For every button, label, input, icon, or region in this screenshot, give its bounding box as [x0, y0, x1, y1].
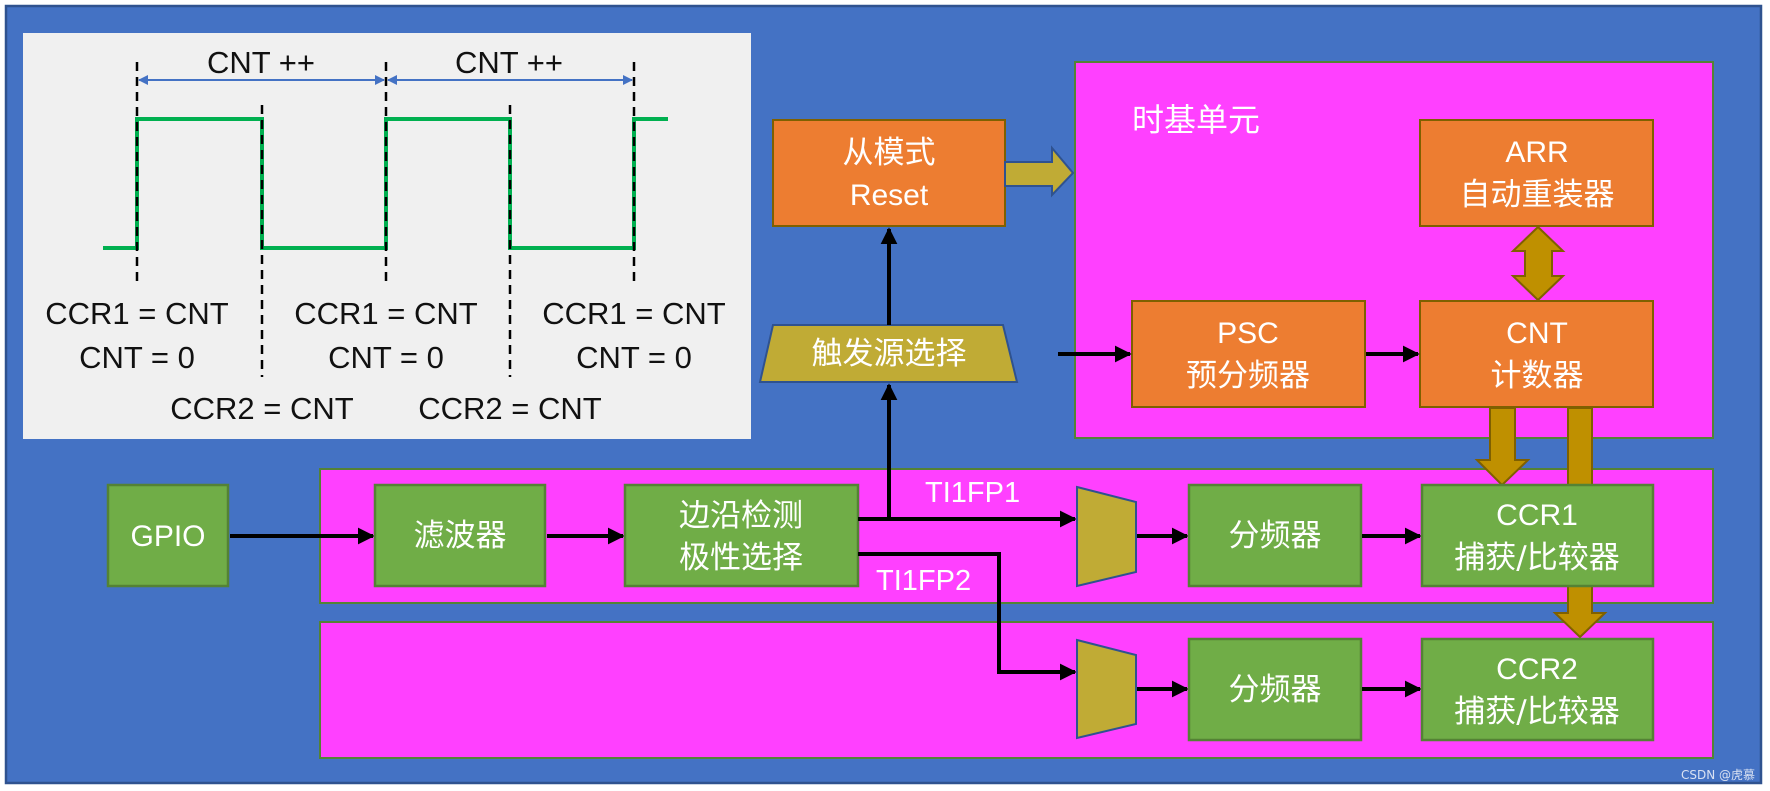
rising-annotation-2-line1: CCR1 = CNT: [294, 296, 478, 331]
psc-block: PSC 预分频器: [1131, 300, 1366, 408]
trigger-select-block: 触发源选择: [758, 324, 1019, 383]
psc-label: PSC: [1217, 317, 1279, 350]
timebase-unit-title: 时基单元: [1132, 101, 1260, 139]
arr-block: ARR 自动重装器: [1419, 119, 1654, 227]
cnt-to-ccr1-arrow: [1474, 407, 1531, 487]
filter-box: [373, 483, 547, 588]
channel1-prescaler-box: [1187, 483, 1363, 588]
rising-annotation-1-line2: CNT = 0: [79, 340, 195, 375]
channel1-mux: [1076, 485, 1137, 588]
ccr2-block: CCR2 捕获/比较器: [1420, 637, 1655, 742]
cnt-box: [1419, 300, 1654, 408]
trigger-select-label: 触发源选择: [812, 336, 967, 372]
arr-sublabel: 自动重装器: [1460, 177, 1615, 213]
arr-box: [1419, 119, 1654, 227]
polarity-select-label: 极性选择: [679, 540, 803, 576]
rising-annotation-2-line2: CNT = 0: [328, 340, 444, 375]
filter-block: 滤波器: [373, 483, 547, 588]
edge-detect-block: 边沿检测 极性选择: [623, 483, 860, 588]
ti1fp2-label: TI1FP2: [876, 565, 971, 597]
ccr1-label: CCR1: [1496, 499, 1578, 532]
cnt-increment-label-2: CNT ++: [455, 45, 563, 80]
gpio-label: GPIO: [130, 520, 205, 553]
slave-mode-block: 从模式 Reset: [772, 119, 1006, 227]
trigger-select-shape: [758, 324, 1019, 383]
falling-annotation-2: CCR2 = CNT: [418, 391, 602, 426]
slave-mode-reset-label: Reset: [850, 179, 929, 212]
ccr2-label: CCR2: [1496, 653, 1578, 686]
slave-to-timebase-arrow: [1004, 145, 1075, 198]
psc-box: [1131, 300, 1366, 408]
gpio-box: [106, 483, 230, 588]
ti1fp1-label: TI1FP1: [925, 477, 1020, 509]
edge-detect-box: [623, 483, 860, 588]
channel2-mux: [1076, 638, 1137, 740]
rising-annotation-3-line1: CCR1 = CNT: [542, 296, 726, 331]
rising-annotation-1-line1: CCR1 = CNT: [45, 296, 229, 331]
rising-annotation-3-line2: CNT = 0: [576, 340, 692, 375]
timebase-unit: 时基单元 ARR 自动重装器 PSC 预分频器 CNT 计数器: [1058, 61, 1714, 439]
channel1-prescaler-block: 分频器: [1187, 483, 1363, 588]
arr-label: ARR: [1505, 136, 1568, 169]
cnt-block: CNT 计数器: [1419, 300, 1654, 408]
slave-mode-label: 从模式: [843, 135, 936, 171]
psc-sublabel: 预分频器: [1186, 358, 1310, 394]
ti1fp2-line: [858, 552, 1077, 681]
channel1-prescaler-label: 分频器: [1229, 518, 1322, 554]
ccr1-box: [1420, 483, 1655, 588]
cnt-label: CNT: [1506, 317, 1568, 350]
channel2-prescaler-label: 分频器: [1229, 672, 1322, 708]
watermark: CSDN @虎慕: [1681, 768, 1755, 782]
cnt-increment-label-1: CNT ++: [207, 45, 315, 80]
ccr2-box: [1420, 637, 1655, 742]
ccr2-sublabel: 捕获/比较器: [1454, 694, 1619, 730]
edge-detect-label: 边沿检测: [679, 498, 803, 534]
falling-annotation-1: CCR2 = CNT: [170, 391, 354, 426]
ccr1-sublabel: 捕获/比较器: [1454, 540, 1619, 576]
gpio-block: GPIO: [106, 483, 230, 588]
filter-label: 滤波器: [414, 518, 507, 554]
waveform-panel: CNT ++ CNT ++ CCR1 = CNT CNT = 0 CCR1 = …: [23, 33, 751, 439]
channel2-prescaler-block: 分频器: [1187, 637, 1363, 742]
channel2-prescaler-box: [1187, 637, 1363, 742]
cnt-sublabel: 计数器: [1491, 358, 1584, 394]
ccr1-block: CCR1 捕获/比较器: [1420, 483, 1655, 588]
